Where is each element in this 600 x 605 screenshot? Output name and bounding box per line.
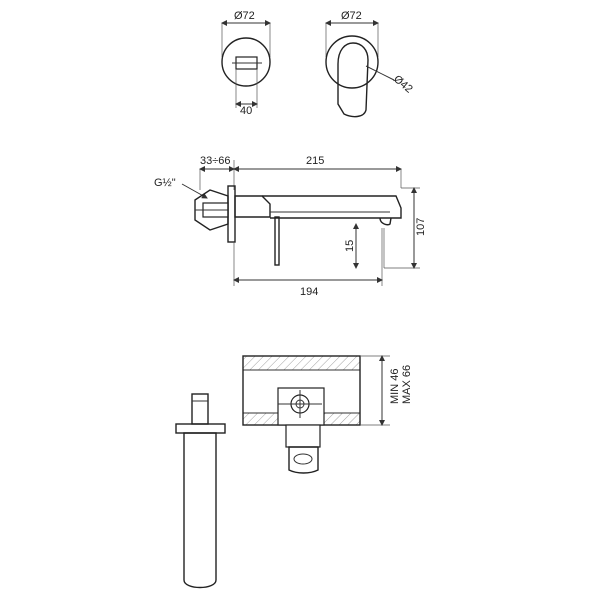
front-view-spout: Ø72 Ø42 xyxy=(325,10,415,118)
front-view-mixer: Ø72 40 xyxy=(221,10,271,117)
dim-spout-drop: 15 xyxy=(344,240,356,252)
dim-min-depth: MIN 46 xyxy=(389,369,401,404)
dim-spout-offset: 194 xyxy=(300,286,318,298)
side-view: 33÷66 215 G½" 107 15 194 xyxy=(154,155,427,298)
dim-top-left-width: 40 xyxy=(240,105,252,117)
dim-top-right-small-diameter: Ø42 xyxy=(391,73,415,96)
dim-max-depth: MAX 66 xyxy=(401,365,413,404)
wall-box-section: MIN 46 MAX 66 xyxy=(242,355,413,474)
dim-top-left-diameter: Ø72 xyxy=(234,10,255,22)
dim-top-right-diameter: Ø72 xyxy=(341,10,362,22)
spout-profile xyxy=(175,393,226,589)
dim-spout-length: 215 xyxy=(306,155,324,167)
dim-depth-range: 33÷66 xyxy=(200,155,231,167)
thread-label: G½" xyxy=(154,177,176,189)
dim-height: 107 xyxy=(415,218,427,236)
